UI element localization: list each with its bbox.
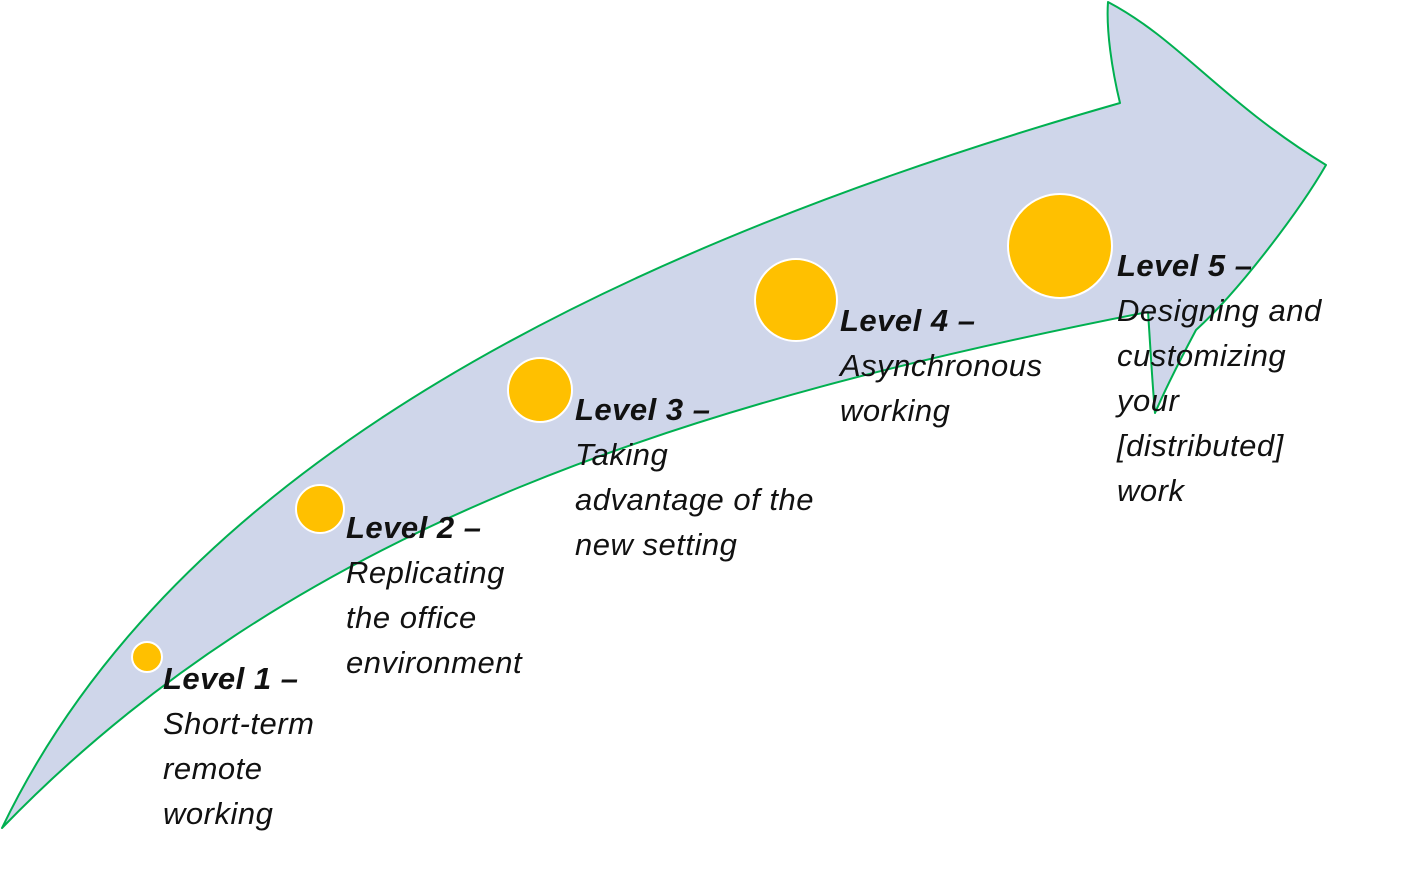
level-description-line: environment [346, 645, 523, 680]
level-description-line: Short-term [163, 706, 315, 741]
level-description-line: working [840, 393, 951, 428]
level-1-label: Level 1 – Short-term remote working [163, 656, 314, 836]
level-5-marker [1007, 193, 1113, 299]
level-description-line: remote [163, 751, 263, 786]
level-description-line: working [163, 796, 274, 831]
level-title: Level 2 – [346, 510, 482, 545]
level-1-marker [131, 641, 163, 673]
level-description-line: new setting [575, 527, 738, 562]
level-description-line: Asynchronous [840, 348, 1043, 383]
level-title: Level 1 – [163, 661, 299, 696]
level-4-marker [754, 258, 838, 342]
level-description-line: your [1117, 383, 1180, 418]
level-5-label: Level 5 – Designing and customizing your [di… [1117, 243, 1322, 513]
level-title: Level 5 – [1117, 248, 1253, 283]
level-3-label: Level 3 – Taking advantage of the new setti… [575, 387, 814, 567]
level-description-line: the office [346, 600, 477, 635]
level-description-line: customizing [1117, 338, 1287, 373]
level-3-marker [507, 357, 573, 423]
level-title: Level 3 – [575, 392, 711, 427]
level-description-line: [distributed] [1117, 428, 1284, 463]
level-description-line: Replicating [346, 555, 505, 590]
level-description-line: work [1117, 473, 1185, 508]
level-4-label: Level 4 – Asynchronous working [840, 298, 1042, 433]
level-2-label: Level 2 – Replicating the office environmen… [346, 505, 522, 685]
level-2-marker [295, 484, 345, 534]
level-description-line: Taking [575, 437, 669, 472]
level-description-line: advantage of the [575, 482, 814, 517]
arrow-shape [1, 1, 1327, 829]
level-description-line: Designing and [1117, 293, 1322, 328]
level-title: Level 4 – [840, 303, 976, 338]
